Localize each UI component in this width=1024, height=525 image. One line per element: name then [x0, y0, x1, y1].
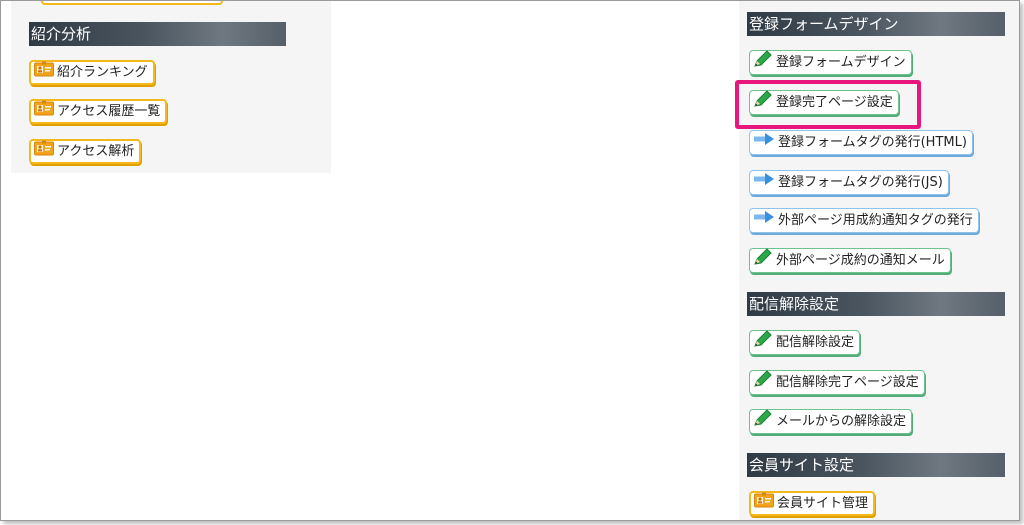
arrow-right-icon	[753, 131, 775, 154]
arrow-right-icon	[753, 209, 775, 232]
section-header-form-design: 登録フォームデザイン	[747, 12, 1005, 36]
button-label: 登録完了ページ設定	[776, 95, 893, 110]
member-card-icon	[34, 61, 54, 85]
left-panel: 紹介分析 紹介ランキング	[11, 1, 331, 173]
unsubscribe-complete-page-settings-button[interactable]: 配信解除完了ページ設定	[749, 369, 925, 396]
member-site-management-button[interactable]: 会員サイト管理	[749, 491, 876, 516]
arrow-right-icon	[753, 171, 775, 194]
external-conversion-mail-button[interactable]: 外部ページ成約の通知メール	[749, 247, 951, 274]
button-label: 登録フォームタグの発行(HTML)	[778, 135, 967, 150]
section-header-member-site: 会員サイト設定	[747, 453, 1005, 477]
partial-button-above[interactable]	[41, 1, 223, 5]
section-header-unsubscribe: 配信解除設定	[747, 292, 1005, 316]
issue-form-tag-html-button[interactable]: 登録フォームタグの発行(HTML)	[749, 130, 973, 155]
button-label: 会員サイト管理	[777, 496, 869, 511]
highlight-box	[735, 80, 921, 129]
button-label: 紹介ランキング	[57, 65, 148, 80]
issue-form-tag-js-button[interactable]: 登録フォームタグの発行(JS)	[749, 170, 949, 195]
pencil-icon	[753, 49, 773, 76]
section-header-referral-analysis: 紹介分析	[29, 22, 286, 46]
access-analysis-button[interactable]: アクセス解析	[29, 139, 142, 164]
button-label: 配信解除設定	[776, 335, 855, 350]
issue-external-conversion-tag-button[interactable]: 外部ページ用成約通知タグの発行	[749, 208, 979, 233]
pencil-icon	[753, 247, 773, 274]
unsubscribe-settings-button[interactable]: 配信解除設定	[749, 329, 861, 356]
referral-ranking-button[interactable]: 紹介ランキング	[29, 60, 155, 85]
pencil-icon	[753, 329, 773, 356]
button-label: 外部ページ用成約通知タグの発行	[778, 213, 973, 228]
button-label: アクセス解析	[57, 144, 135, 159]
form-design-button[interactable]: 登録フォームデザイン	[749, 49, 912, 76]
pencil-icon	[753, 89, 773, 116]
button-label: 外部ページ成約の通知メール	[776, 253, 945, 268]
access-history-list-button[interactable]: アクセス履歴一覧	[29, 99, 168, 124]
pencil-icon	[753, 369, 773, 396]
button-label: メールからの解除設定	[776, 414, 907, 429]
member-card-icon	[34, 100, 54, 124]
member-card-icon	[34, 140, 54, 164]
button-label: 登録フォームデザイン	[776, 55, 906, 70]
unsubscribe-from-mail-settings-button[interactable]: メールからの解除設定	[749, 408, 913, 435]
member-card-icon	[754, 492, 774, 516]
right-panel: 登録フォームデザイン 登録フォームデザイン 登録完了ページ設定	[739, 1, 1019, 520]
button-label: 登録フォームタグの発行(JS)	[778, 175, 943, 190]
button-label: アクセス履歴一覧	[57, 104, 161, 119]
registration-complete-page-settings-button[interactable]: 登録完了ページ設定	[749, 89, 899, 116]
pencil-icon	[753, 408, 773, 435]
button-label: 配信解除完了ページ設定	[776, 375, 919, 390]
